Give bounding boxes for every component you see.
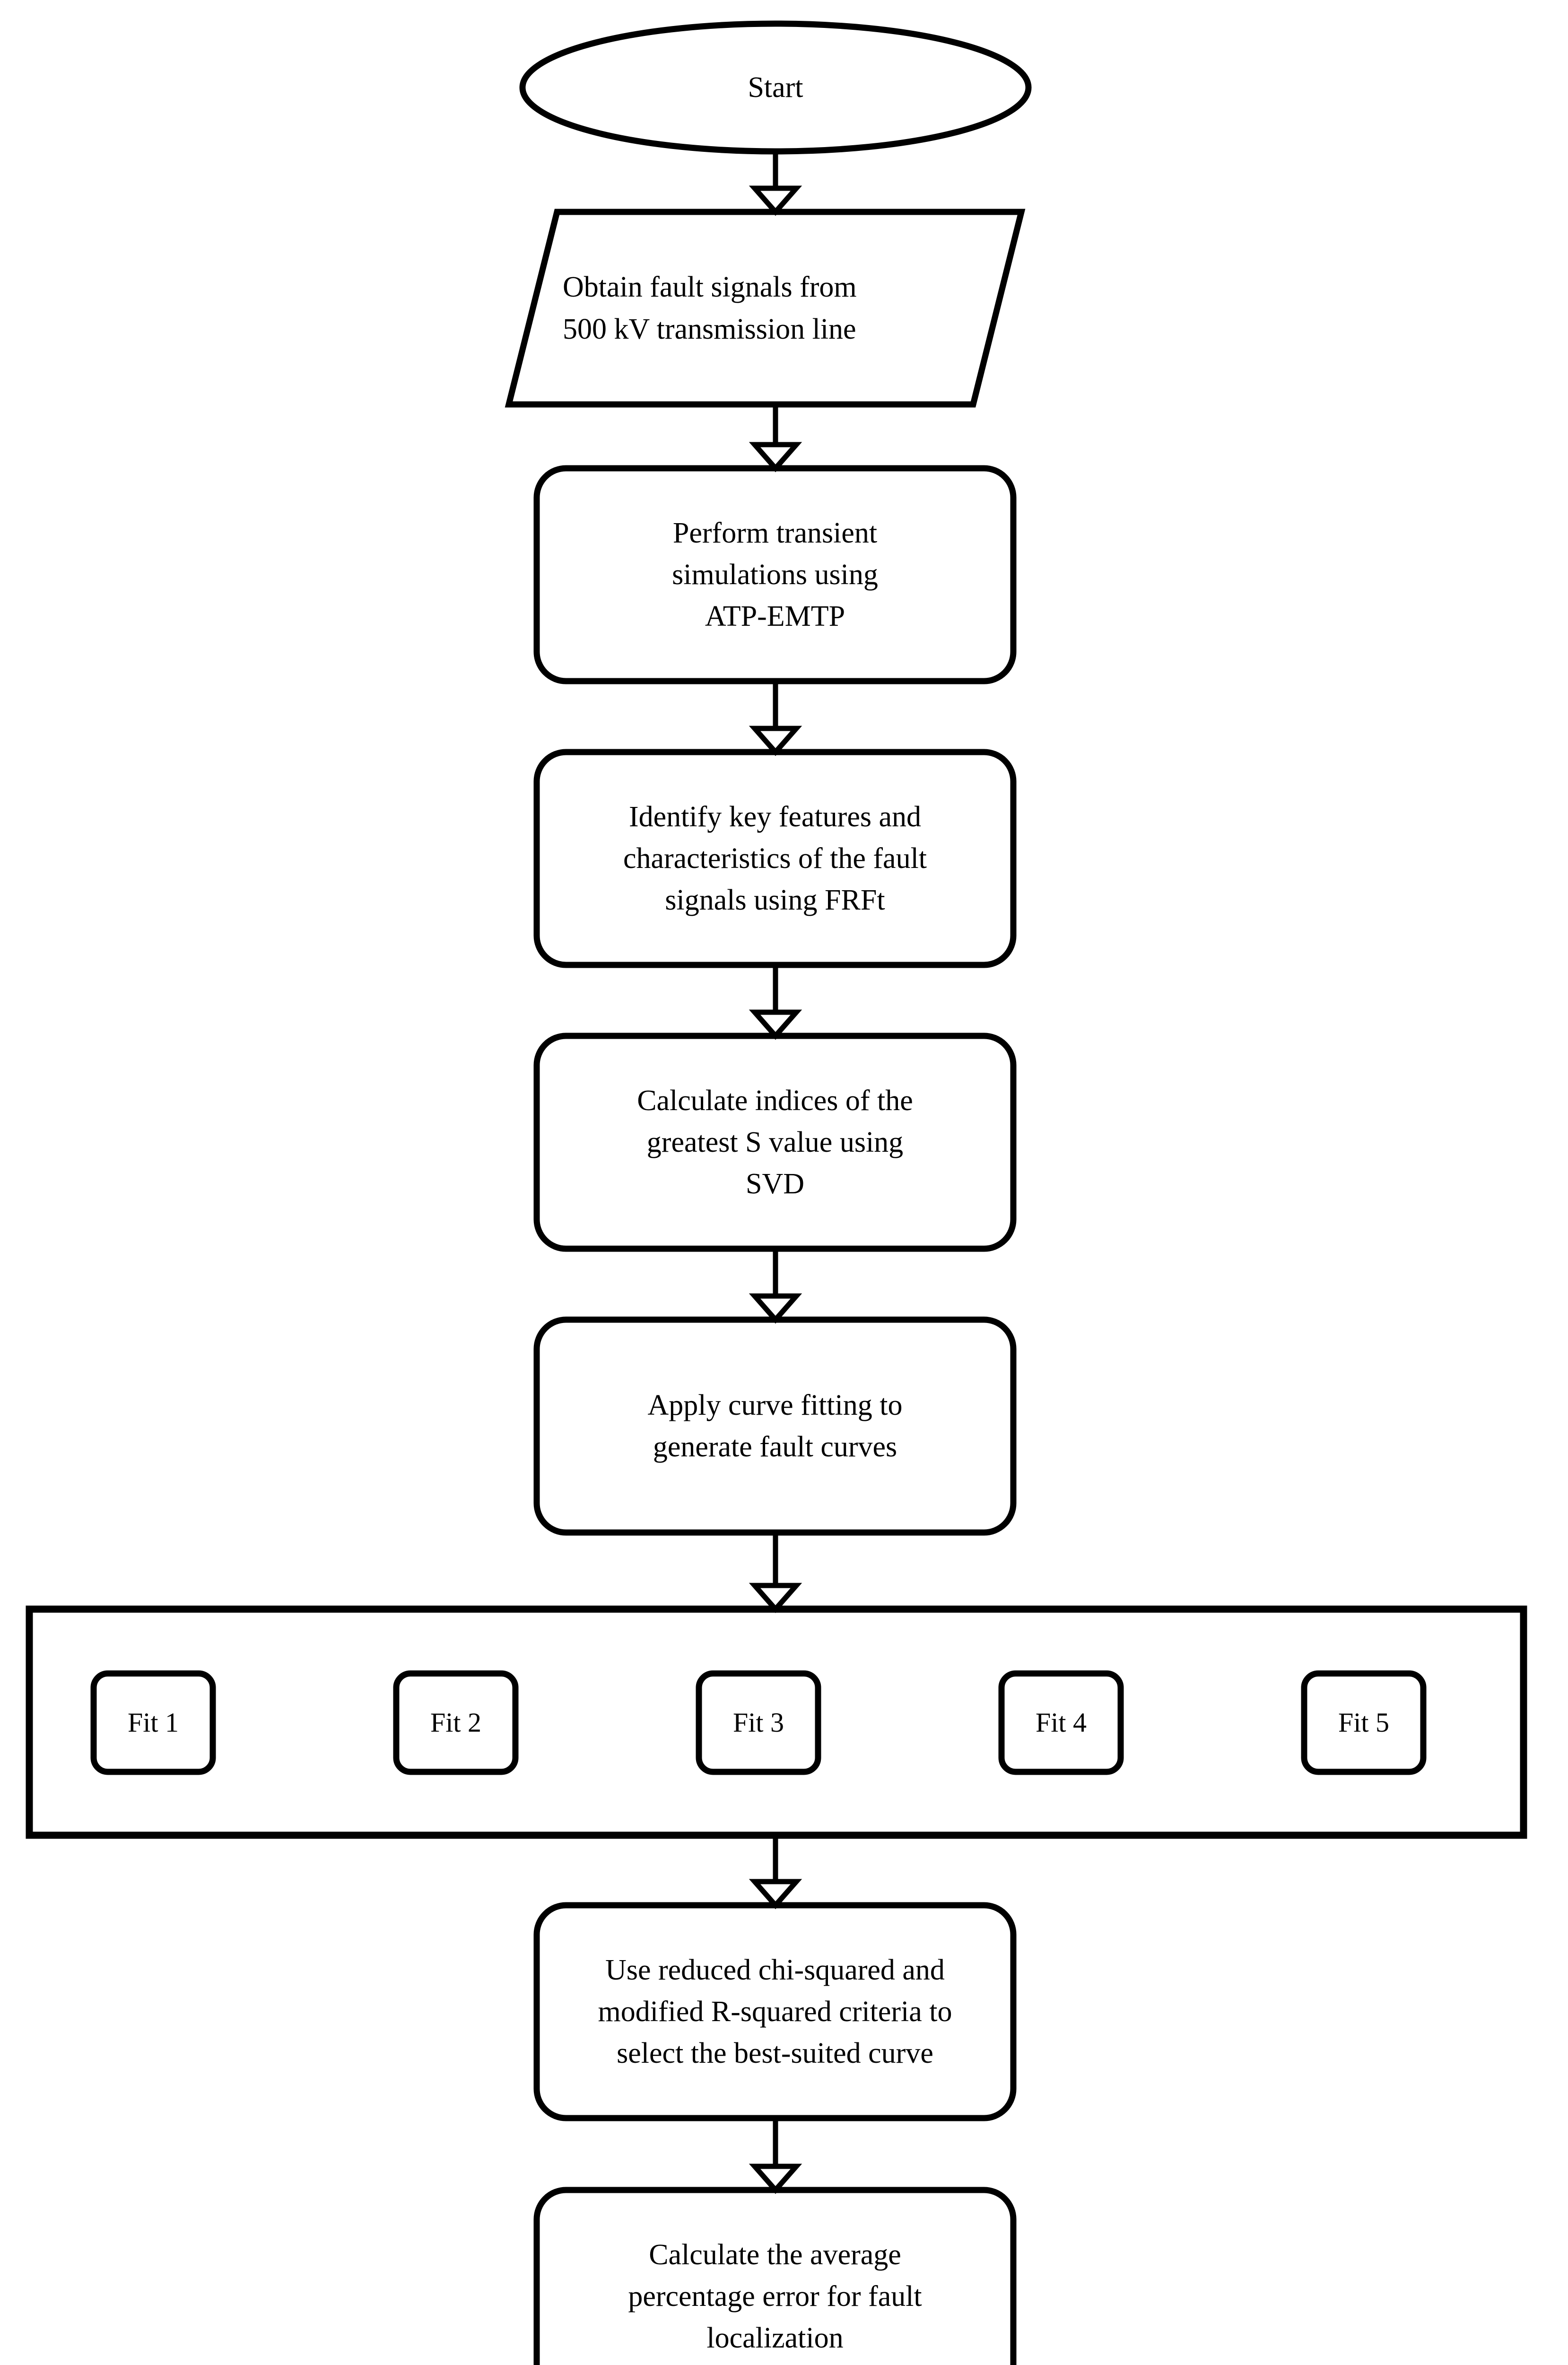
node-shape-transient-sim[interactable] bbox=[533, 465, 1017, 684]
node-shape-identify-features[interactable] bbox=[533, 749, 1017, 968]
node-shape-curve-fitting[interactable] bbox=[533, 1316, 1017, 1536]
node-shape-fit-3[interactable] bbox=[696, 1670, 821, 1775]
edge-identify-features-to-calculate-indices bbox=[749, 965, 802, 1040]
node-shape-fit-2[interactable] bbox=[393, 1670, 519, 1775]
edge-obtain-signals-to-transient-sim bbox=[749, 404, 802, 473]
edge-calculate-indices-to-curve-fitting bbox=[749, 1249, 802, 1324]
edge-curve-fitting-to-fit-group bbox=[749, 1533, 802, 1613]
edge-start-to-obtain-signals bbox=[749, 151, 802, 216]
node-shape-fit-5[interactable] bbox=[1301, 1670, 1427, 1775]
node-shape-fit-4[interactable] bbox=[998, 1670, 1124, 1775]
edge-fit-group-to-select-curve bbox=[749, 1835, 802, 1910]
node-shape-calculate-indices[interactable] bbox=[533, 1033, 1017, 1252]
node-shape-select-curve[interactable] bbox=[533, 1902, 1017, 2121]
node-shape-average-error[interactable] bbox=[533, 2187, 1017, 2365]
edge-transient-sim-to-identify-features bbox=[749, 681, 802, 756]
edge-select-curve-to-average-error bbox=[749, 2118, 802, 2194]
node-shape-start[interactable] bbox=[519, 20, 1032, 155]
node-shape-fit-1[interactable] bbox=[90, 1670, 216, 1775]
node-shape-obtain-signals[interactable] bbox=[505, 209, 1026, 408]
